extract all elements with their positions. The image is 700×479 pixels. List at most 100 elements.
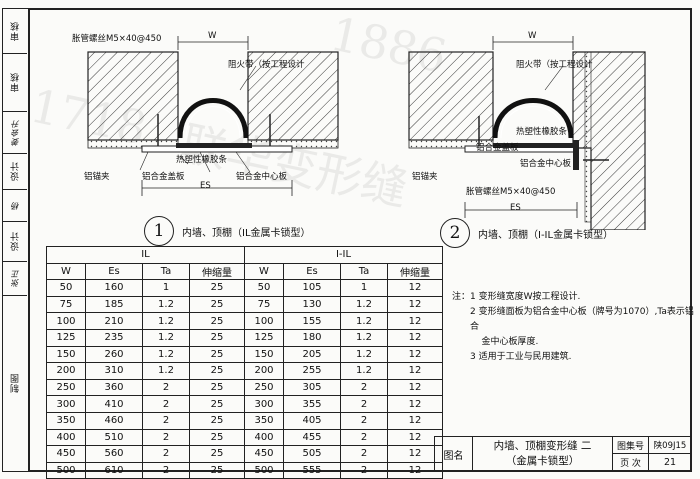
column-header: Ta <box>340 262 388 281</box>
note-item: 2 变形缝面板为铝合金中心板（牌号为1070）,Ta表示铝合 <box>470 307 694 332</box>
detail-2-sketch <box>408 36 646 230</box>
title-block: 图名 内墙、顶棚变形缝 二 （金属卡锁型） 图集号 陕09J15 页 次 21 <box>434 436 691 471</box>
table-cell: 610 <box>85 461 143 479</box>
dim-es-label: ES <box>510 203 521 213</box>
column-header: 伸缩量 <box>387 262 443 281</box>
table-cell: 2 <box>340 461 388 479</box>
table-cell: 2 <box>340 411 388 430</box>
table-cell: 410 <box>85 395 143 413</box>
table-cell: 12 <box>387 295 443 314</box>
table-cell: 1 <box>142 279 190 297</box>
title-line-2: （金属卡锁型） <box>505 455 580 467</box>
table-cell: 560 <box>85 445 143 463</box>
column-header: Ta <box>142 262 190 281</box>
table-cell: 555 <box>283 461 341 479</box>
table-cell: 250 <box>46 378 86 397</box>
atlas-label: 图集号 <box>613 437 649 454</box>
table-cell: 1.2 <box>142 312 190 330</box>
table-cell: 400 <box>244 428 284 447</box>
table-cell: 12 <box>387 411 443 430</box>
detail-caption-2: 内墙、顶棚（I-IL金属卡锁型） <box>478 230 614 241</box>
detail-caption-1: 内墙、顶棚（IL金属卡锁型） <box>182 228 311 239</box>
sidebar-signature: 姜会升 <box>10 118 20 146</box>
table-cell: 350 <box>46 411 86 430</box>
sidebar-cell: 审核 <box>3 9 27 54</box>
anchor-clip-label: 铝锚夹 <box>84 172 110 182</box>
table-cell: 1.2 <box>142 362 190 380</box>
table-cell: 2 <box>340 445 388 463</box>
page-value: 21 <box>663 457 677 468</box>
table-cell: 305 <box>283 378 341 397</box>
table-cell: 155 <box>283 312 341 330</box>
table-cell: 2 <box>142 445 190 463</box>
sidebar-signature: 杨 <box>10 200 20 210</box>
table-cell: 255 <box>283 362 341 380</box>
table-cell: 12 <box>387 395 443 413</box>
sidebar-signature-strip: 审核 审核 姜会升 设计 杨 设计 张正 制图 <box>2 8 28 472</box>
table-cell: 300 <box>46 395 86 413</box>
fire-barrier-label: 阻火带（按工程设计 <box>228 60 305 70</box>
rubber-strip-label: 热塑性橡胶条 <box>516 127 568 137</box>
atlas-value: 陕09J15 <box>649 437 691 454</box>
table-cell: 50 <box>46 279 86 297</box>
fire-barrier-label: 阻火带（按工程设计 <box>516 60 593 70</box>
column-header: W <box>244 262 284 281</box>
table-cell: 50 <box>244 279 284 297</box>
table-cell: 1.2 <box>142 295 190 314</box>
table-cell: 2 <box>340 428 388 447</box>
table-cell: 310 <box>85 362 143 380</box>
table-cell: 260 <box>85 345 143 364</box>
table-cell: 350 <box>244 411 284 430</box>
table-cell: 105 <box>283 279 341 297</box>
sidebar-cell-label: 制图 <box>10 373 21 393</box>
sidebar-cell-label: 设计 <box>10 231 21 251</box>
title-line-1: 内墙、顶棚变形缝 二 <box>493 440 592 452</box>
sidebar-cell-label: 设计 <box>10 161 21 181</box>
table-cell: 25 <box>189 345 245 364</box>
note-item: 3 适用于工业与民用建筑. <box>470 352 572 362</box>
table-cell: 12 <box>387 279 443 297</box>
table-cell: 2 <box>142 395 190 413</box>
table-cell: 455 <box>283 428 341 447</box>
table-cell: 210 <box>85 312 143 330</box>
note-item: 1 变形缝宽度W按工程设计. <box>470 292 581 302</box>
table-cell: 25 <box>189 461 245 479</box>
table-cell: 25 <box>189 312 245 330</box>
table-cell: 25 <box>189 295 245 314</box>
sidebar-cell: 姜会升 <box>3 111 27 154</box>
dim-w-label: W <box>208 31 217 41</box>
table-cell: 130 <box>283 295 341 314</box>
table-cell: 2 <box>340 378 388 397</box>
cover-plate-label: 铝合金盖板 <box>142 172 185 182</box>
anchor-clip-label: 铝锚夹 <box>412 172 438 182</box>
table-cell: 75 <box>244 295 284 314</box>
notes-block: 注： 1 变形缝宽度W按工程设计. 2 变形缝面板为铝合金中心板（牌号为1070… <box>452 290 700 365</box>
sidebar-cell: 制图 <box>3 295 27 471</box>
table-cell: 25 <box>189 362 245 380</box>
table-cell: 150 <box>244 345 284 364</box>
table-cell: 200 <box>46 362 86 380</box>
table-cell: 2 <box>142 411 190 430</box>
table-cell: 500 <box>244 461 284 479</box>
table-cell: 1.2 <box>340 312 388 330</box>
center-plate-label: 铝合金中心板 <box>520 159 572 169</box>
table-cell: 2 <box>142 461 190 479</box>
table-cell: 25 <box>189 279 245 297</box>
table-cell: 2 <box>142 428 190 447</box>
screw-label: 胀管螺丝M5×40@450 <box>72 34 162 44</box>
table-cell: 25 <box>189 378 245 397</box>
sidebar-signature: 张正 <box>10 269 20 287</box>
table-cell: 1.2 <box>340 362 388 380</box>
column-header: Es <box>283 262 341 281</box>
table-cell: 505 <box>283 445 341 463</box>
detail-number-1: 1 <box>144 216 174 246</box>
sidebar-cell: 设计 <box>3 153 27 190</box>
dim-es-label: ES <box>200 181 211 191</box>
sidebar-cell-label: 审核 <box>10 72 21 92</box>
table-cell: 1.2 <box>340 328 388 347</box>
